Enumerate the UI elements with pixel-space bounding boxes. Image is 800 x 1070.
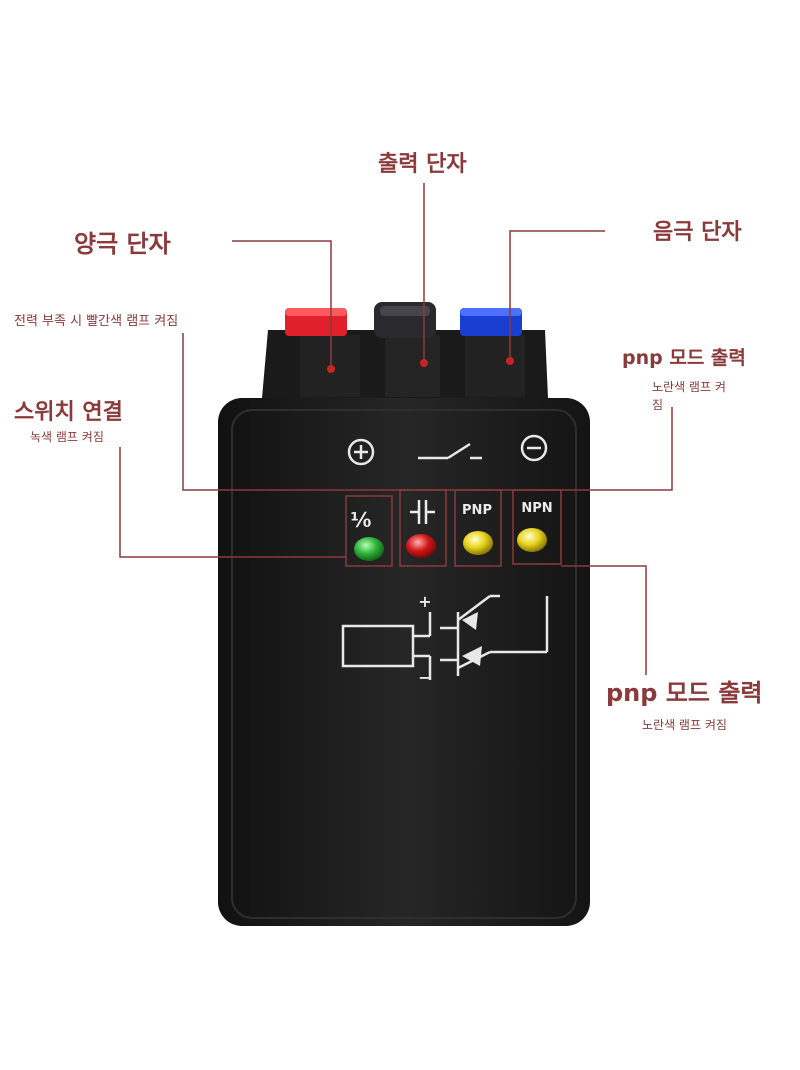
label-pnp-mode-bottom-sub: 노란색 램프 켜짐 [642, 718, 727, 732]
label-pnp-mode-bottom: pnp 모드 출력 [606, 679, 763, 707]
positive-dot [327, 365, 335, 373]
led-label-switch: ⅟₀ [350, 508, 371, 532]
label-pnp-mode-top-sub-1: 노란색 램프 켜 [652, 380, 726, 394]
npn-yellow-led [517, 528, 547, 552]
negative-terminal [460, 308, 522, 336]
green-led [354, 537, 384, 561]
label-power-low: 전력 부족 시 빨간색 램프 켜짐 [14, 314, 179, 329]
red-led [406, 534, 436, 558]
label-positive-terminal: 양극 단자 [74, 230, 171, 258]
negative-dot [506, 357, 514, 365]
device-body [218, 398, 590, 926]
plus-symbol-icon [347, 438, 375, 466]
label-negative-terminal: 음극 단자 [653, 220, 742, 245]
label-pnp-mode-top: pnp 모드 출력 [622, 347, 746, 369]
led-label-pnp: PNP [462, 503, 492, 518]
output-terminal [374, 302, 436, 338]
connector-block [262, 330, 548, 398]
led-label-npn: NPN [521, 501, 552, 516]
label-pnp-mode-top-sub-2: 짐 [652, 398, 664, 412]
schematic-plus: + [418, 592, 431, 611]
label-switch-connect: 스위치 연결 [14, 400, 123, 425]
label-output-terminal: 출력 단자 [378, 152, 467, 177]
annotation-lines [119, 183, 673, 675]
pnp-yellow-led [463, 531, 493, 555]
label-switch-connect-sub: 녹색 램프 켜짐 [30, 430, 104, 444]
switch-symbol-icon [418, 442, 482, 460]
led-label-power-icon [410, 500, 435, 524]
minus-symbol-icon [520, 434, 548, 462]
schematic-minus: − [418, 668, 431, 687]
positive-terminal [285, 308, 347, 336]
